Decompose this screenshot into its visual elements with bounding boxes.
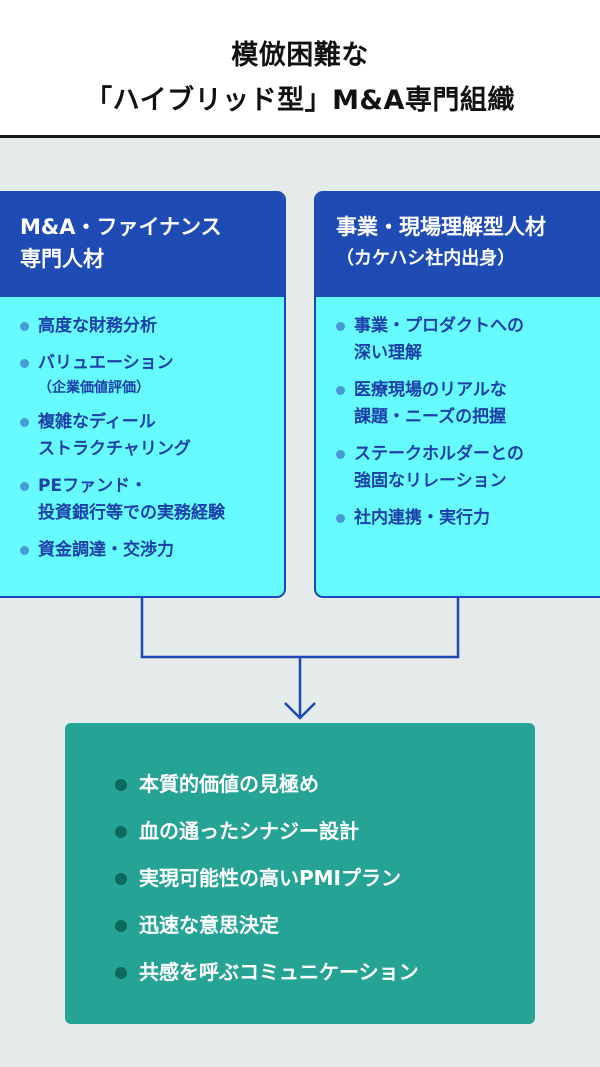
list-item: 社内連携・実行力: [336, 505, 600, 532]
list-item: ステークホルダーとの 強固なリレーション: [336, 441, 600, 495]
arrow-down-icon: [284, 702, 316, 720]
result-text: 本質的価値の見極め: [139, 772, 319, 796]
result-item: 血の通ったシナジー設計: [115, 808, 535, 855]
bullet-icon: [336, 386, 345, 395]
bullet-icon: [115, 920, 127, 932]
item-text: 医療現場のリアルな: [354, 380, 507, 400]
item-text: 複雑なディール: [38, 412, 156, 432]
list-item: 複雑なディール ストラクチャリング: [20, 409, 284, 463]
bullet-icon: [115, 967, 127, 979]
list-item: 高度な財務分析: [20, 313, 284, 340]
title-line-2: 「ハイブリッド型」M&A専門組織: [85, 85, 515, 116]
bullet-icon: [20, 418, 29, 427]
left-card-list: 高度な財務分析 バリュエーション （企業価値評価） 複雑なディール ストラクチャ…: [0, 297, 284, 564]
result-item: 本質的価値の見極め: [115, 761, 535, 808]
left-card-header: M&A・ファイナンス 専門人材: [0, 193, 284, 297]
title-line-1: 模倣困難な: [231, 40, 369, 71]
result-box: 本質的価値の見極め 血の通ったシナジー設計 実現可能性の高いPMIプラン 迅速な…: [65, 723, 535, 1024]
item-text: 事業・プロダクトへの: [354, 316, 524, 336]
result-item: 実現可能性の高いPMIプラン: [115, 855, 535, 902]
item-text-line2: 投資銀行等での実務経験: [38, 503, 225, 523]
list-item: 医療現場のリアルな 課題・ニーズの把握: [336, 377, 600, 431]
item-text: 社内連携・実行力: [354, 508, 490, 528]
left-card-heading-1: M&A・ファイナンス: [20, 215, 222, 239]
connector-lines: [140, 597, 460, 659]
item-text-line2: ストラクチャリング: [38, 439, 191, 459]
right-card-list: 事業・プロダクトへの 深い理解 医療現場のリアルな 課題・ニーズの把握 ステーク…: [316, 297, 600, 532]
item-text-line2: 課題・ニーズの把握: [354, 407, 507, 427]
bullet-icon: [115, 826, 127, 838]
result-item: 共感を呼ぶコミュニケーション: [115, 949, 535, 996]
left-card-heading-2: 専門人材: [20, 247, 104, 271]
item-text: 高度な財務分析: [38, 316, 157, 336]
bullet-icon: [336, 514, 345, 523]
bullet-icon: [20, 322, 29, 331]
result-text: 実現可能性の高いPMIプラン: [139, 866, 402, 890]
left-card-finance-talent: M&A・ファイナンス 専門人材 高度な財務分析 バリュエーション （企業価値評価…: [0, 191, 286, 598]
bullet-icon: [336, 450, 345, 459]
result-text: 共感を呼ぶコミュニケーション: [139, 960, 419, 984]
bullet-icon: [336, 322, 345, 331]
result-text: 迅速な意思決定: [139, 913, 279, 937]
bullet-icon: [20, 546, 29, 555]
right-card-header: 事業・現場理解型人材 （カケハシ社内出身）: [316, 193, 600, 297]
item-text: 資金調達・交渉力: [38, 540, 174, 560]
merge-connector: [140, 597, 460, 720]
right-card-heading-1: 事業・現場理解型人材: [336, 215, 546, 239]
right-card-business-talent: 事業・現場理解型人材 （カケハシ社内出身） 事業・プロダクトへの 深い理解 医療…: [314, 191, 600, 598]
list-item: 資金調達・交渉力: [20, 537, 284, 564]
item-text-line2: 深い理解: [354, 343, 422, 363]
title-area: 模倣困難な 「ハイブリッド型」M&A専門組織: [0, 0, 600, 138]
item-text: バリュエーション: [38, 353, 174, 373]
bullet-icon: [20, 359, 29, 368]
list-item: バリュエーション （企業価値評価）: [20, 350, 284, 399]
item-text: PEファンド・: [38, 476, 148, 496]
item-text-line2: 強固なリレーション: [354, 471, 507, 491]
result-item: 迅速な意思決定: [115, 902, 535, 949]
list-item: 事業・プロダクトへの 深い理解: [336, 313, 600, 367]
bullet-icon: [20, 482, 29, 491]
bullet-icon: [115, 779, 127, 791]
item-subtext: （企業価値評価）: [38, 380, 150, 396]
right-card-heading-2: （カケハシ社内出身）: [336, 248, 516, 269]
list-item: PEファンド・ 投資銀行等での実務経験: [20, 473, 284, 527]
item-text: ステークホルダーとの: [354, 444, 524, 464]
result-text: 血の通ったシナジー設計: [139, 819, 359, 843]
bullet-icon: [115, 873, 127, 885]
